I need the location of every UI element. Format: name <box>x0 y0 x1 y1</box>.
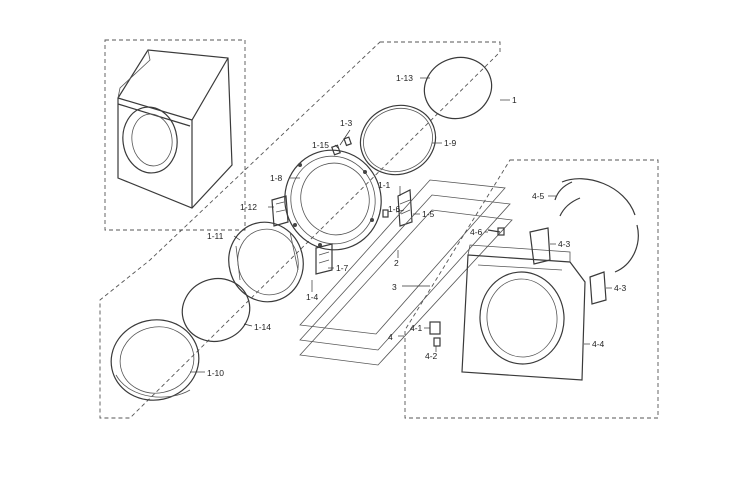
label-4-1: 4-1 <box>410 323 423 333</box>
label-1-11: 1-11 <box>207 231 224 241</box>
panel-layers <box>299 179 513 366</box>
part-1-8-door-frame <box>284 149 382 251</box>
label-1-6: 1-6 <box>388 204 401 214</box>
part-screws-top <box>331 136 352 156</box>
label-1-14: 1-14 <box>254 322 271 332</box>
label-1-7: 1-7 <box>336 263 349 273</box>
label-4-5: 4-5 <box>532 191 545 201</box>
label-4-6: 4-6 <box>470 227 483 237</box>
part-4-3-brackets <box>529 227 607 305</box>
part-labels: 1-13 1 1-9 1-3 1-15 1-8 1-1 1-12 1-6 1-5… <box>207 73 627 378</box>
label-1-8: 1-8 <box>270 173 283 183</box>
label-1-15: 1-15 <box>312 140 329 150</box>
front-panel-region <box>404 159 659 419</box>
label-4-4: 4-4 <box>592 339 605 349</box>
part-4-4-front-panel <box>461 244 586 381</box>
label-4-3a: 4-3 <box>558 239 571 249</box>
label-1-1: 1-1 <box>378 180 391 190</box>
door-assembly-region <box>99 41 501 419</box>
label-4-3b: 4-3 <box>614 283 627 293</box>
label-1-3: 1-3 <box>340 118 353 128</box>
part-1-13-glass <box>423 56 493 120</box>
label-3: 3 <box>392 282 397 292</box>
part-1-11-liner <box>228 221 304 303</box>
part-4-1-4-2 <box>429 321 441 347</box>
leader-lines <box>190 77 612 373</box>
part-1-7-latch <box>315 243 333 275</box>
label-1-4: 1-4 <box>306 292 319 302</box>
label-1-10: 1-10 <box>207 368 224 378</box>
label-1-13: 1-13 <box>396 73 413 83</box>
label-4-2: 4-2 <box>425 351 438 361</box>
label-2: 2 <box>394 258 399 268</box>
part-4-5-ring <box>554 178 639 273</box>
part-1-12-hinge <box>271 195 289 227</box>
inset-box <box>104 39 246 231</box>
label-1-12: 1-12 <box>240 202 257 212</box>
part-1-14-glass <box>181 278 251 342</box>
label-1-9: 1-9 <box>444 138 457 148</box>
part-1-1-hinge-bracket <box>382 189 413 227</box>
part-1-9-ring <box>359 104 437 176</box>
label-1-5: 1-5 <box>422 209 435 219</box>
part-4-6-screw <box>487 227 505 236</box>
part-1-10-door <box>110 319 200 401</box>
label-1: 1 <box>512 95 517 105</box>
label-4: 4 <box>388 332 393 342</box>
